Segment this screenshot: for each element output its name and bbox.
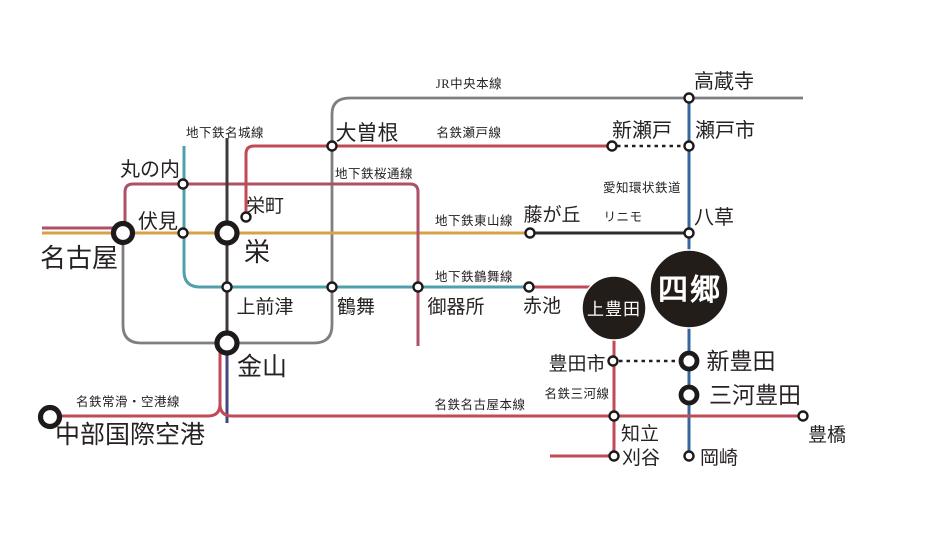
station-marker-gokiso (412, 281, 424, 293)
station-label-kamimaezu: 上前津 (236, 296, 293, 318)
line-label-meitetsu-airport: 名鉄常滑・空港線 (76, 394, 180, 409)
station-label-okazaki: 岡崎 (700, 447, 738, 469)
station-label-fujigaoka: 藤が丘 (523, 204, 580, 226)
station-marker-setoshi (683, 140, 695, 152)
station-marker-kariya (608, 450, 620, 462)
station-marker-ozone (326, 140, 338, 152)
station-marker-fushimi (177, 227, 189, 239)
line-meitetsu-nagoya-main (218, 352, 803, 418)
line-label-jr-chuo: JR中央本線 (436, 76, 502, 91)
station-marker-sakaemachi (240, 211, 252, 223)
line-subway-tsurumai (182, 146, 529, 289)
station-marker-nagoya (110, 220, 136, 246)
station-label-gokiso: 御器所 (427, 296, 484, 318)
station-label-marunouchi: 丸の内 (120, 158, 180, 181)
line-labels: JR中央本線 地下鉄名城線 名鉄瀬戸線 地下鉄桜通線 地下鉄東山線 地下鉄鶴舞線… (76, 76, 681, 412)
station-markers (37, 92, 809, 462)
station-label-kozoji: 高蔵寺 (694, 70, 754, 93)
station-label-setoshi: 瀬戸市 (695, 119, 755, 142)
station-label-toyotashi: 豊田市 (548, 353, 605, 375)
station-label-shinseto: 新瀬戸 (612, 119, 672, 142)
station-label-toyohashi: 豊橋 (808, 424, 846, 446)
station-marker-chiryu (608, 410, 620, 422)
station-label-tsurumai: 鶴舞 (337, 296, 375, 318)
station-marker-centrair (37, 404, 63, 430)
station-marker-yakusa (683, 227, 695, 239)
station-marker-mikawatoyota (678, 384, 700, 406)
line-label-linimo: リニモ (603, 210, 642, 224)
station-marker-tsurumai (326, 281, 338, 293)
station-label-ozone: 大曽根 (336, 121, 399, 145)
station-label-sakaemachi: 栄町 (246, 195, 284, 217)
station-marker-akaike (523, 281, 535, 293)
station-label-shintoyota: 新豊田 (707, 349, 776, 374)
station-marker-toyotashi (607, 355, 619, 367)
line-label-higashiyama: 地下鉄東山線 (435, 213, 513, 228)
station-marker-kamitoyota (581, 275, 647, 341)
station-label-shigo: 四郷 (658, 274, 722, 307)
line-label-meitetsu-mikawa: 名鉄三河線 (544, 386, 609, 401)
station-label-chiryu: 知立 (621, 423, 659, 445)
station-labels: 名古屋 丸の内 伏見 栄町 栄 大曽根 上前津 鶴舞 御器所 赤池 金山 中部国… (40, 70, 846, 469)
station-label-centrair: 中部国際空港 (55, 421, 205, 449)
line-meitetsu-seto (244, 144, 612, 217)
line-label-sakuradori: 地下鉄桜通線 (335, 166, 413, 181)
station-marker-kozoji (683, 92, 695, 104)
featured-stations: 上豊田 四郷 (581, 249, 729, 341)
station-marker-fujigaoka (524, 227, 536, 239)
station-marker-marunouchi (177, 178, 189, 190)
line-label-aichi-loop: 愛知環状鉄道 (603, 180, 681, 195)
station-marker-toyohashi (797, 410, 809, 422)
station-label-akaike: 赤池 (523, 295, 561, 317)
station-label-yakusa: 八草 (694, 206, 734, 229)
station-label-fushimi: 伏見 (138, 210, 178, 233)
station-label-kanayama: 金山 (237, 353, 287, 381)
station-marker-shinseto (606, 140, 618, 152)
line-label-meijo: 地下鉄名城線 (186, 125, 264, 140)
line-label-tsurumai: 地下鉄鶴舞線 (435, 269, 513, 284)
station-label-sakae: 栄 (244, 238, 270, 267)
station-label-kariya: 刈谷 (622, 447, 660, 469)
station-marker-shigo (649, 249, 729, 329)
station-marker-sakae (214, 220, 240, 246)
station-label-kamitoyota: 上豊田 (587, 300, 641, 319)
station-marker-okazaki (683, 450, 695, 462)
line-jr-chuo-main (121, 96, 803, 345)
station-label-mikawatoyota: 三河豊田 (709, 383, 801, 408)
station-marker-kamimaezu (221, 281, 233, 293)
station-marker-kanayama (214, 330, 240, 356)
line-label-meitetsu-nagoya-main: 名鉄名古屋本線 (434, 397, 525, 412)
station-marker-shintoyota (678, 350, 700, 372)
line-label-meitetsu-seto: 名鉄瀬戸線 (436, 125, 501, 140)
station-label-nagoya: 名古屋 (40, 244, 118, 273)
